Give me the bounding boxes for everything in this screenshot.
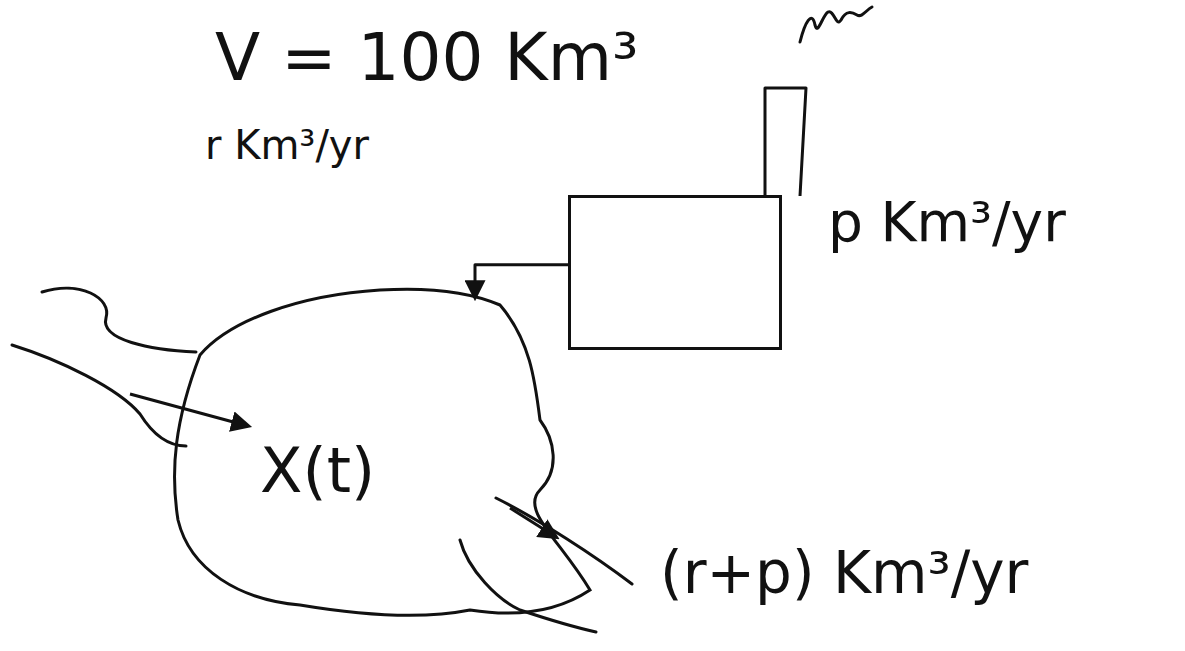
lake-outline (175, 285, 595, 630)
inflow-river-bank (12, 345, 186, 446)
outflow-river-bank (496, 498, 632, 584)
inflow-arrow (130, 394, 248, 426)
inflow-rate-label: r Km³/yr (205, 122, 369, 168)
chimney (765, 88, 806, 196)
lake-shape: X(t) (175, 285, 595, 630)
outflow-rate-label: (r+p) Km³/yr (660, 540, 1028, 607)
factory-outline (568, 195, 782, 350)
pipe-connector (475, 265, 568, 297)
smoke (800, 7, 872, 42)
factory-rate-text: p Km³/yr (828, 191, 1066, 254)
factory-box: p Km³/yr (568, 195, 1066, 350)
lake-outline-path (174, 289, 590, 615)
outflow-river-bank (460, 540, 596, 632)
inflow-river-bank (42, 288, 196, 352)
volume-label: V = 100 Km³ (215, 20, 638, 96)
lake-quantity-text: X(t) (260, 435, 375, 506)
